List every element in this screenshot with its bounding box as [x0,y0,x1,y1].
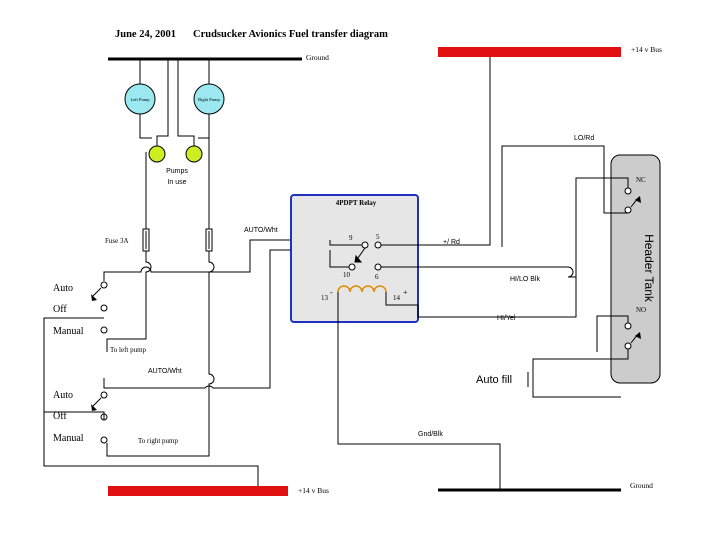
relay-internal-wires [329,57,577,490]
to-left-pump-label: To left pump [110,346,147,354]
auto-wht-label-top: AUTO/Wht [244,227,278,234]
gnd-blk-label: Gnd/Blk [418,431,443,438]
no-float-switch: NO [624,306,646,350]
relay-pin-14: 14 [393,294,401,302]
auto-wht-label-bottom: AUTO/Wht [148,368,182,375]
power-bus-bottom [108,486,288,496]
left-pump-label: Left Pump [130,97,150,102]
left-pump-lamp-icon [148,145,166,163]
nc-label: NC [636,176,646,184]
relay-pin-6: 6 [375,273,379,281]
right-pump-switch: Auto Off Manual [53,390,108,444]
nc-contact-top [624,187,632,195]
no-contact-top [624,322,632,330]
switch1-manual-label: Manual [53,326,84,337]
left-pump-icon [124,83,156,115]
nc-contact-bottom [624,206,632,214]
relay-coil-minus: - [330,288,333,297]
switch-common-feed [43,317,259,486]
no-label: NO [636,306,646,314]
left-pump-switch: Auto Off Manual [53,281,108,337]
to-right-pump-label: To right pump [138,437,178,445]
header-tank-label: Header Tank [642,234,656,303]
switch2-manual-label: Manual [53,433,84,444]
ground-label-top: Ground [306,53,329,62]
plus-rd-label: +/ Rd [443,239,460,246]
nc-arrow-icon [635,196,641,203]
switch2-arrow-icon [91,404,97,411]
lo-rd-label: LO/Rd [574,135,594,142]
hi-lo-blk-label: HI/LO Blk [510,276,540,283]
power-bus-label-bottom: +14 v Bus [298,486,329,495]
relay-pin-10: 10 [343,271,351,279]
pumps-in-use-label-1: Pumps [166,168,188,175]
power-bus-top [438,47,621,57]
hi-yel-label: HI/Yel [497,315,516,322]
relay-title: 4PDPT Relay [336,199,377,207]
right-pump-label: Right Pump [198,97,220,102]
switch1-manual-contact [100,326,108,334]
switch1-arrow-icon [91,294,97,301]
switch2-lever [92,397,102,407]
header-tank [610,154,661,384]
relay-pin-5: 5 [376,233,380,241]
switch2-manual-contact [100,436,108,444]
diagram-title: Crudsucker Avionics Fuel transfer diagra… [193,29,388,40]
switch1-off-contact [100,304,108,312]
diagram-date: June 24, 2001 [115,29,176,40]
switch2-off-label: Off [53,411,67,422]
pump-ground-wires [139,59,210,146]
relay-contacts [348,241,382,271]
tank-wires [501,145,629,398]
auto-fill-switch: Auto fill [476,368,534,391]
fuse-label: Fuse 3A [105,237,129,245]
switch2-auto-contact [100,391,108,399]
switch1-lever [92,287,102,297]
switch2-auto-label: Auto [53,390,73,401]
pump-feed-wires [103,114,330,457]
pumps-in-use-label-2: In use [167,179,186,186]
ground-label-bottom: Ground [630,481,653,490]
relay-coil-icon [337,285,387,293]
power-bus-label-top: +14 v Bus [631,45,662,54]
switch1-auto-contact [100,281,108,289]
switch1-auto-label: Auto [53,283,73,294]
no-arrow-icon [635,332,641,339]
relay-coil-plus: + [403,288,408,297]
auto-fill-label: Auto fill [476,374,512,386]
no-contact-bottom [624,342,632,350]
switch2-common-wire [44,411,105,420]
relay-box [290,194,419,323]
relay-pin-9: 9 [349,234,353,242]
relay-pin-13: 13 [321,294,329,302]
switch1-off-label: Off [53,304,67,315]
right-pump-lamp-icon [185,145,203,163]
